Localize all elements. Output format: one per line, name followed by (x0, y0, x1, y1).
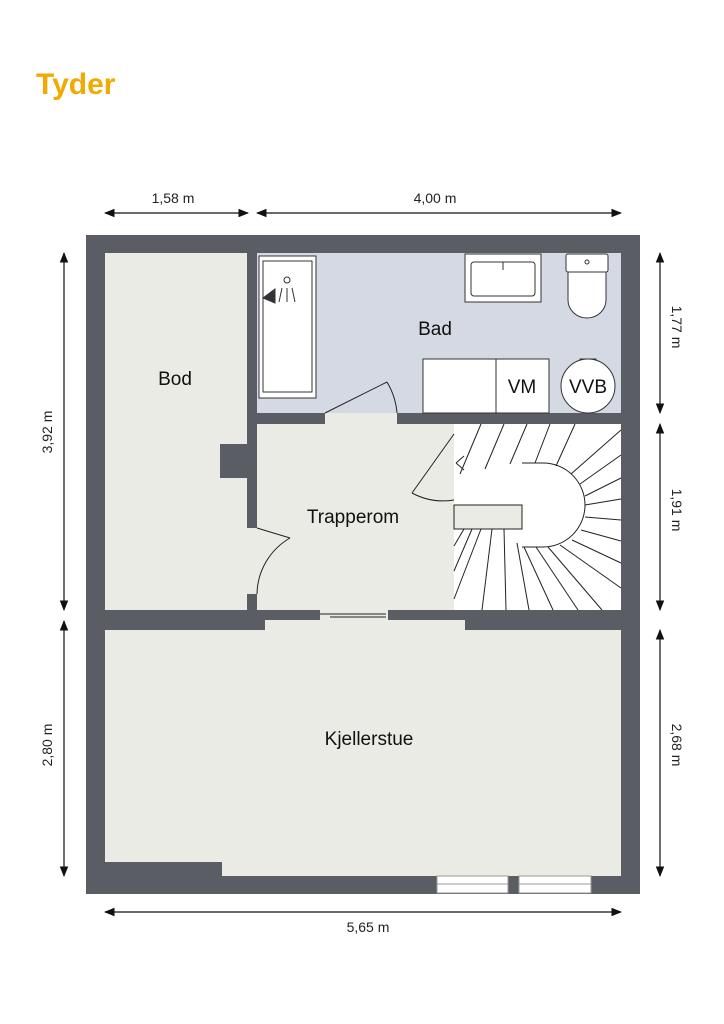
door-opening-bad (325, 413, 397, 424)
room-label-bod: Bod (158, 369, 192, 390)
floor-trapperom (257, 424, 454, 610)
room-label-trapperom: Trapperom (307, 507, 399, 528)
dimension-top-left: 1,58 m (152, 190, 195, 206)
toilet (565, 253, 609, 319)
shower-icon (262, 276, 296, 304)
bath-counter (422, 358, 550, 414)
floor-bod (105, 253, 247, 610)
door-swing-stair (411, 433, 455, 502)
sliding-door (320, 613, 386, 618)
door-opening-kjellerstue (320, 610, 388, 620)
staircase (453, 423, 622, 611)
dimension-right-lower: 2,68 m (669, 724, 685, 767)
washer-label: VM (508, 377, 537, 398)
room-label-kjellerstue: Kjellerstue (325, 729, 414, 750)
sink (464, 253, 542, 303)
room-label-bad: Bad (418, 319, 452, 340)
stair-direction-arrow-icon (455, 455, 465, 471)
wall-gap-kjellerstue (265, 620, 465, 630)
chimney (220, 444, 247, 478)
dimension-top-right: 4,00 m (414, 190, 457, 206)
windows (436, 875, 592, 894)
dimension-bottom: 5,65 m (347, 919, 390, 935)
door-swing-bod (256, 527, 291, 595)
door-swing-bad (324, 381, 398, 414)
water-heater-label: VVB (569, 377, 607, 398)
dimension-right-middle: 1,91 m (669, 489, 685, 532)
floor-kjellerstue (105, 630, 621, 876)
dimension-right-upper: 1,77 m (669, 306, 685, 349)
bathtub (258, 255, 317, 399)
door-opening-stair (444, 434, 454, 500)
water-heater (560, 358, 616, 414)
door-opening-bod (247, 528, 257, 594)
dimension-left-lower: 2,80 m (39, 724, 55, 767)
logo: Tyder (36, 68, 116, 101)
dimension-left-upper: 3,92 m (39, 411, 55, 454)
